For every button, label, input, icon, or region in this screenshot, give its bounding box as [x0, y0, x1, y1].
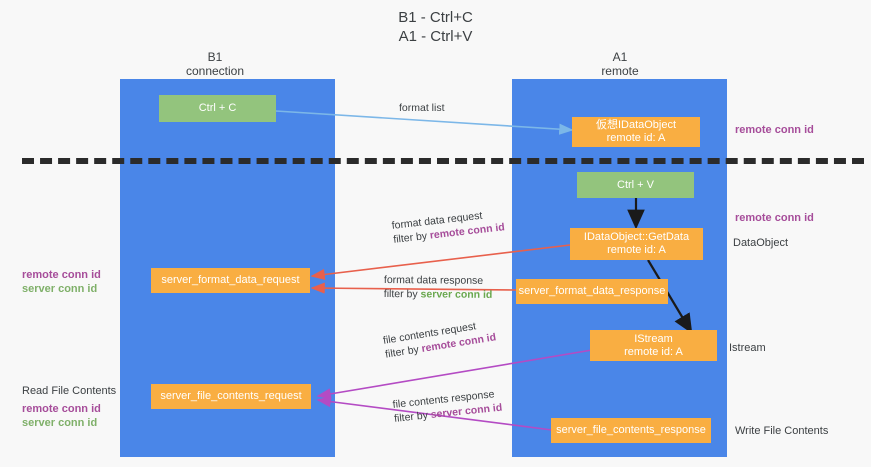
box-ctrl-v[interactable]: Ctrl + V [577, 172, 694, 198]
edge-label-fdreq-prefix: filter by [392, 229, 431, 246]
edge-label-fcres-prefix: filter by [393, 409, 432, 425]
margin-left-conn-ids-2: remote conn id server conn id [22, 402, 101, 430]
margin-left-remote-conn-id: remote conn id [22, 269, 101, 281]
edge-label-format-data-request: format data request filter by remote con… [391, 206, 505, 247]
margin-right-write-file-contents: Write File Contents [735, 425, 829, 437]
edge-label-format-data-response: format data response filter by server co… [384, 273, 493, 302]
edge-label-format-list-text: format list [399, 102, 445, 114]
page-title: B1 - Ctrl+C A1 - Ctrl+V [398, 9, 473, 45]
margin-right-remote-conn-id-2: remote conn id [735, 212, 814, 224]
column-header-right: A1 remote [601, 50, 639, 78]
margin-left-remote-conn-id-2: remote conn id [22, 403, 101, 415]
edge-label-format-list: format list [399, 101, 445, 115]
margin-left-server-conn-id: server conn id [22, 283, 98, 295]
box-server-format-data-request[interactable]: server_format_data_request [151, 268, 310, 293]
edge-label-fdres-accent: server conn id [420, 288, 493, 301]
box-istream[interactable]: IStream remote id: A [590, 330, 717, 361]
margin-left-server-conn-id-2: server conn id [22, 417, 98, 429]
box-idataobject-getdata[interactable]: IDataObject::GetData remote id: A [570, 228, 703, 260]
box-ctrl-c[interactable]: Ctrl + C [159, 95, 276, 122]
column-header-left: B1 connection [185, 50, 245, 78]
box-server-file-contents-request[interactable]: server_file_contents_request [151, 384, 311, 409]
edge-label-file-contents-request: file contents request filter by remote c… [382, 316, 497, 361]
margin-right-remote-conn-id-1: remote conn id [735, 124, 814, 136]
edge-label-fdres-line1: format data response [383, 273, 484, 287]
margin-right-istream: Istream [729, 342, 766, 354]
margin-read-file-contents: Read File Contents [22, 385, 117, 397]
edge-label-fdres-prefix: filter by [383, 287, 421, 301]
margin-right-dataobject: DataObject [733, 237, 789, 249]
edge-label-file-contents-response: file contents response filter by server … [392, 387, 503, 426]
box-virtual-dataobject[interactable]: 仮想IDataObject remote id: A [572, 117, 700, 147]
margin-left-conn-ids: remote conn id server conn id [22, 268, 101, 296]
box-server-file-contents-response[interactable]: server_file_contents_response [551, 418, 711, 443]
box-server-format-data-response[interactable]: server_format_data_response [516, 279, 668, 304]
section-divider [22, 158, 864, 164]
